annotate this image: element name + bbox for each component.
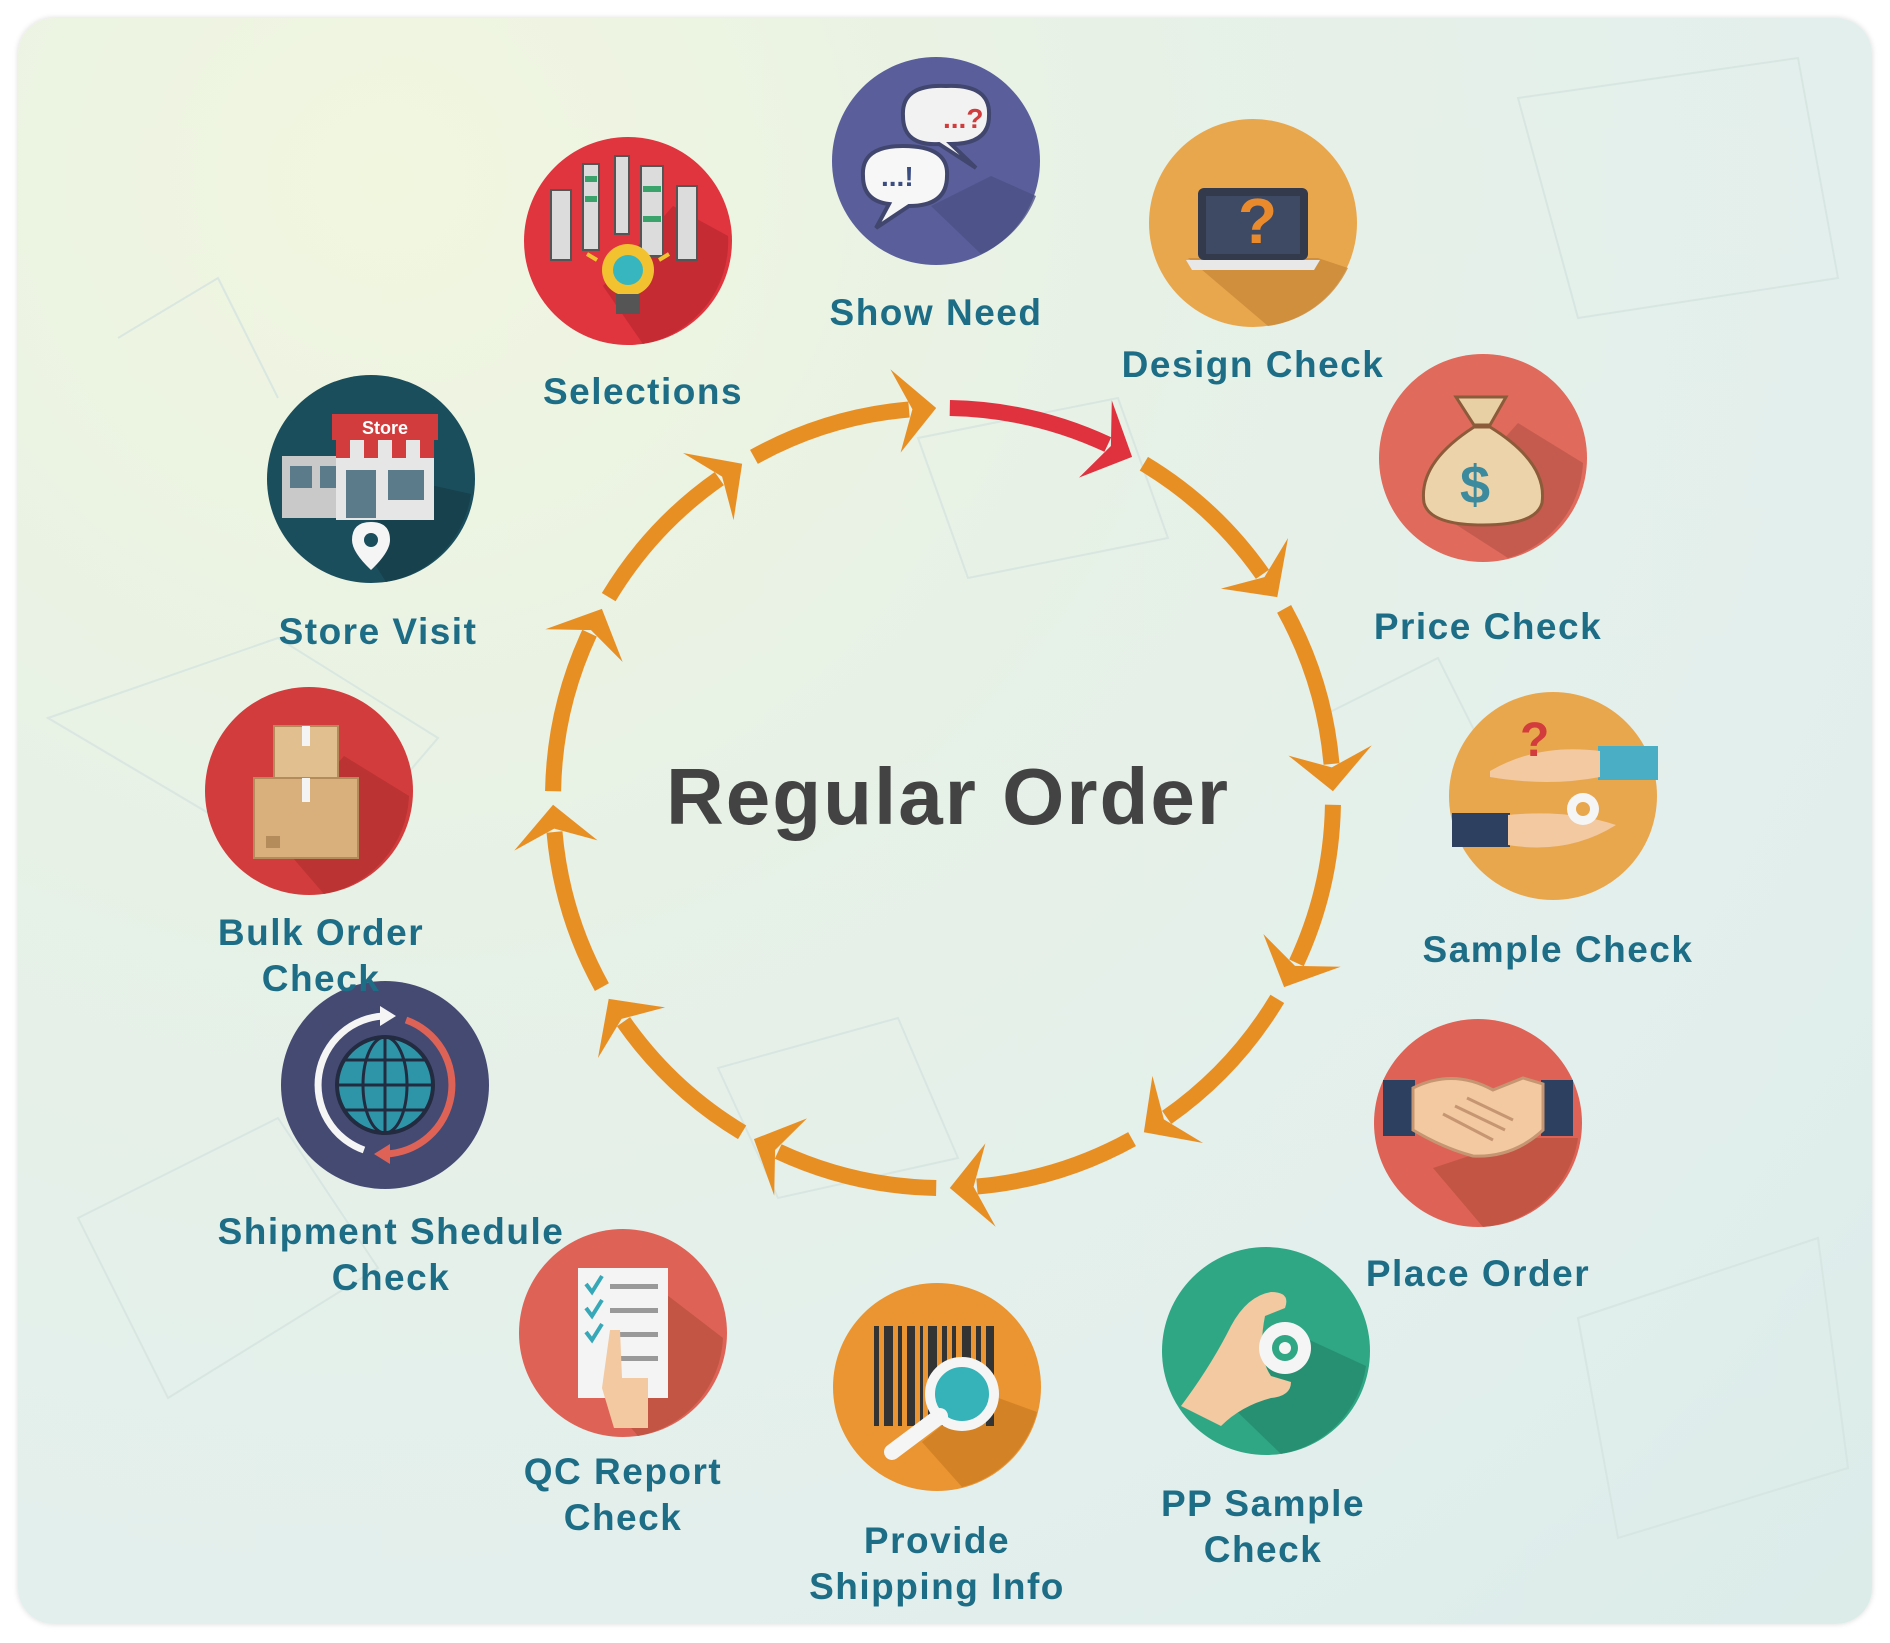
svg-text:...!: ...! <box>881 161 914 192</box>
store-visit-label: Store Visit <box>278 611 478 652</box>
globe-cycle-icon <box>281 981 489 1189</box>
cycle-arrow-head <box>683 452 743 521</box>
show-need-label: Show Need <box>829 292 1043 333</box>
money-bag-icon: $ <box>1379 354 1587 562</box>
cycle-arrow-head <box>545 608 623 663</box>
svg-text:...?: ...? <box>943 103 983 134</box>
svg-text:?: ? <box>1520 714 1549 767</box>
cycle-arrow-segment <box>1162 994 1285 1125</box>
hands-exchange-icon: ? <box>1449 692 1658 900</box>
show-need-node: ...? ...! <box>831 56 1041 266</box>
design-check-node: ? <box>1148 118 1358 328</box>
place-order-node <box>1373 1018 1583 1228</box>
svg-text:$: $ <box>1460 455 1490 515</box>
cycle-arrow-head <box>949 1143 996 1227</box>
cycle-arrow-segment <box>774 1144 937 1196</box>
checklist-icon <box>519 1229 727 1437</box>
barcode-magnifier-icon <box>833 1283 1041 1491</box>
qc-report-check-node <box>518 1228 728 1438</box>
cycle-arrow-head <box>1143 1075 1203 1144</box>
cycle-arrow-head <box>1078 400 1133 478</box>
place-order-label: Place Order <box>1365 1253 1591 1294</box>
speech-bubbles-icon: ...? ...! <box>832 57 1040 265</box>
cycle-arrow-head <box>1220 538 1289 598</box>
store-visit-node: Store <box>266 374 476 584</box>
provide-shipping-info-node <box>832 1282 1042 1492</box>
cycle-arrow-head <box>1263 933 1341 988</box>
laptop-question-icon: ? <box>1149 119 1357 327</box>
boxes-icon <box>205 687 413 895</box>
cycle-arrow-segment <box>546 831 609 991</box>
cycle-arrow-head <box>890 369 937 453</box>
store-icon: Store <box>267 375 475 583</box>
cycle-arrow-head <box>753 1118 808 1196</box>
pp-sample-check-node <box>1161 1246 1371 1456</box>
cycle-arrow-segment <box>949 400 1112 452</box>
cycle-arrow-segment <box>1139 456 1270 579</box>
cycle-arrow-segment <box>601 471 724 602</box>
hand-gear-icon <box>1162 1247 1370 1455</box>
price-check-label: Price Check <box>1373 606 1603 647</box>
price-check-node: $ <box>1378 353 1588 563</box>
cycle-arrow-segment <box>976 1132 1136 1195</box>
diagram-card: Regular Order ...? ...! Show Need ? Desi… <box>18 18 1872 1624</box>
diagram-title: Regular Order <box>666 752 1230 841</box>
selections-node <box>523 136 733 346</box>
shipment-schedule-check-node <box>280 980 490 1190</box>
sample-check-node: ? <box>1448 691 1658 901</box>
cycle-arrow-segment <box>545 629 597 792</box>
cycle-arrow-segment <box>616 1017 747 1140</box>
cycle-arrows <box>514 369 1372 1227</box>
svg-text:?: ? <box>1238 185 1277 257</box>
sample-check-label: Sample Check <box>1422 929 1694 970</box>
selections-label: Selections <box>542 371 744 412</box>
cycle-arrow-segment <box>1277 605 1340 765</box>
cycle-arrow-segment <box>750 401 910 464</box>
handshake-icon <box>1374 1019 1582 1227</box>
cycle-arrow-head <box>597 998 666 1058</box>
cycle-arrow-head <box>1288 745 1372 792</box>
cycle-arrow-head <box>514 804 598 851</box>
buildings-lightbulb-icon <box>524 137 732 345</box>
store-sign-text: Store <box>362 418 408 438</box>
design-check-label: Design Check <box>1121 344 1385 385</box>
bulk-order-check-node <box>204 686 414 896</box>
cycle-arrow-segment <box>1289 804 1341 967</box>
